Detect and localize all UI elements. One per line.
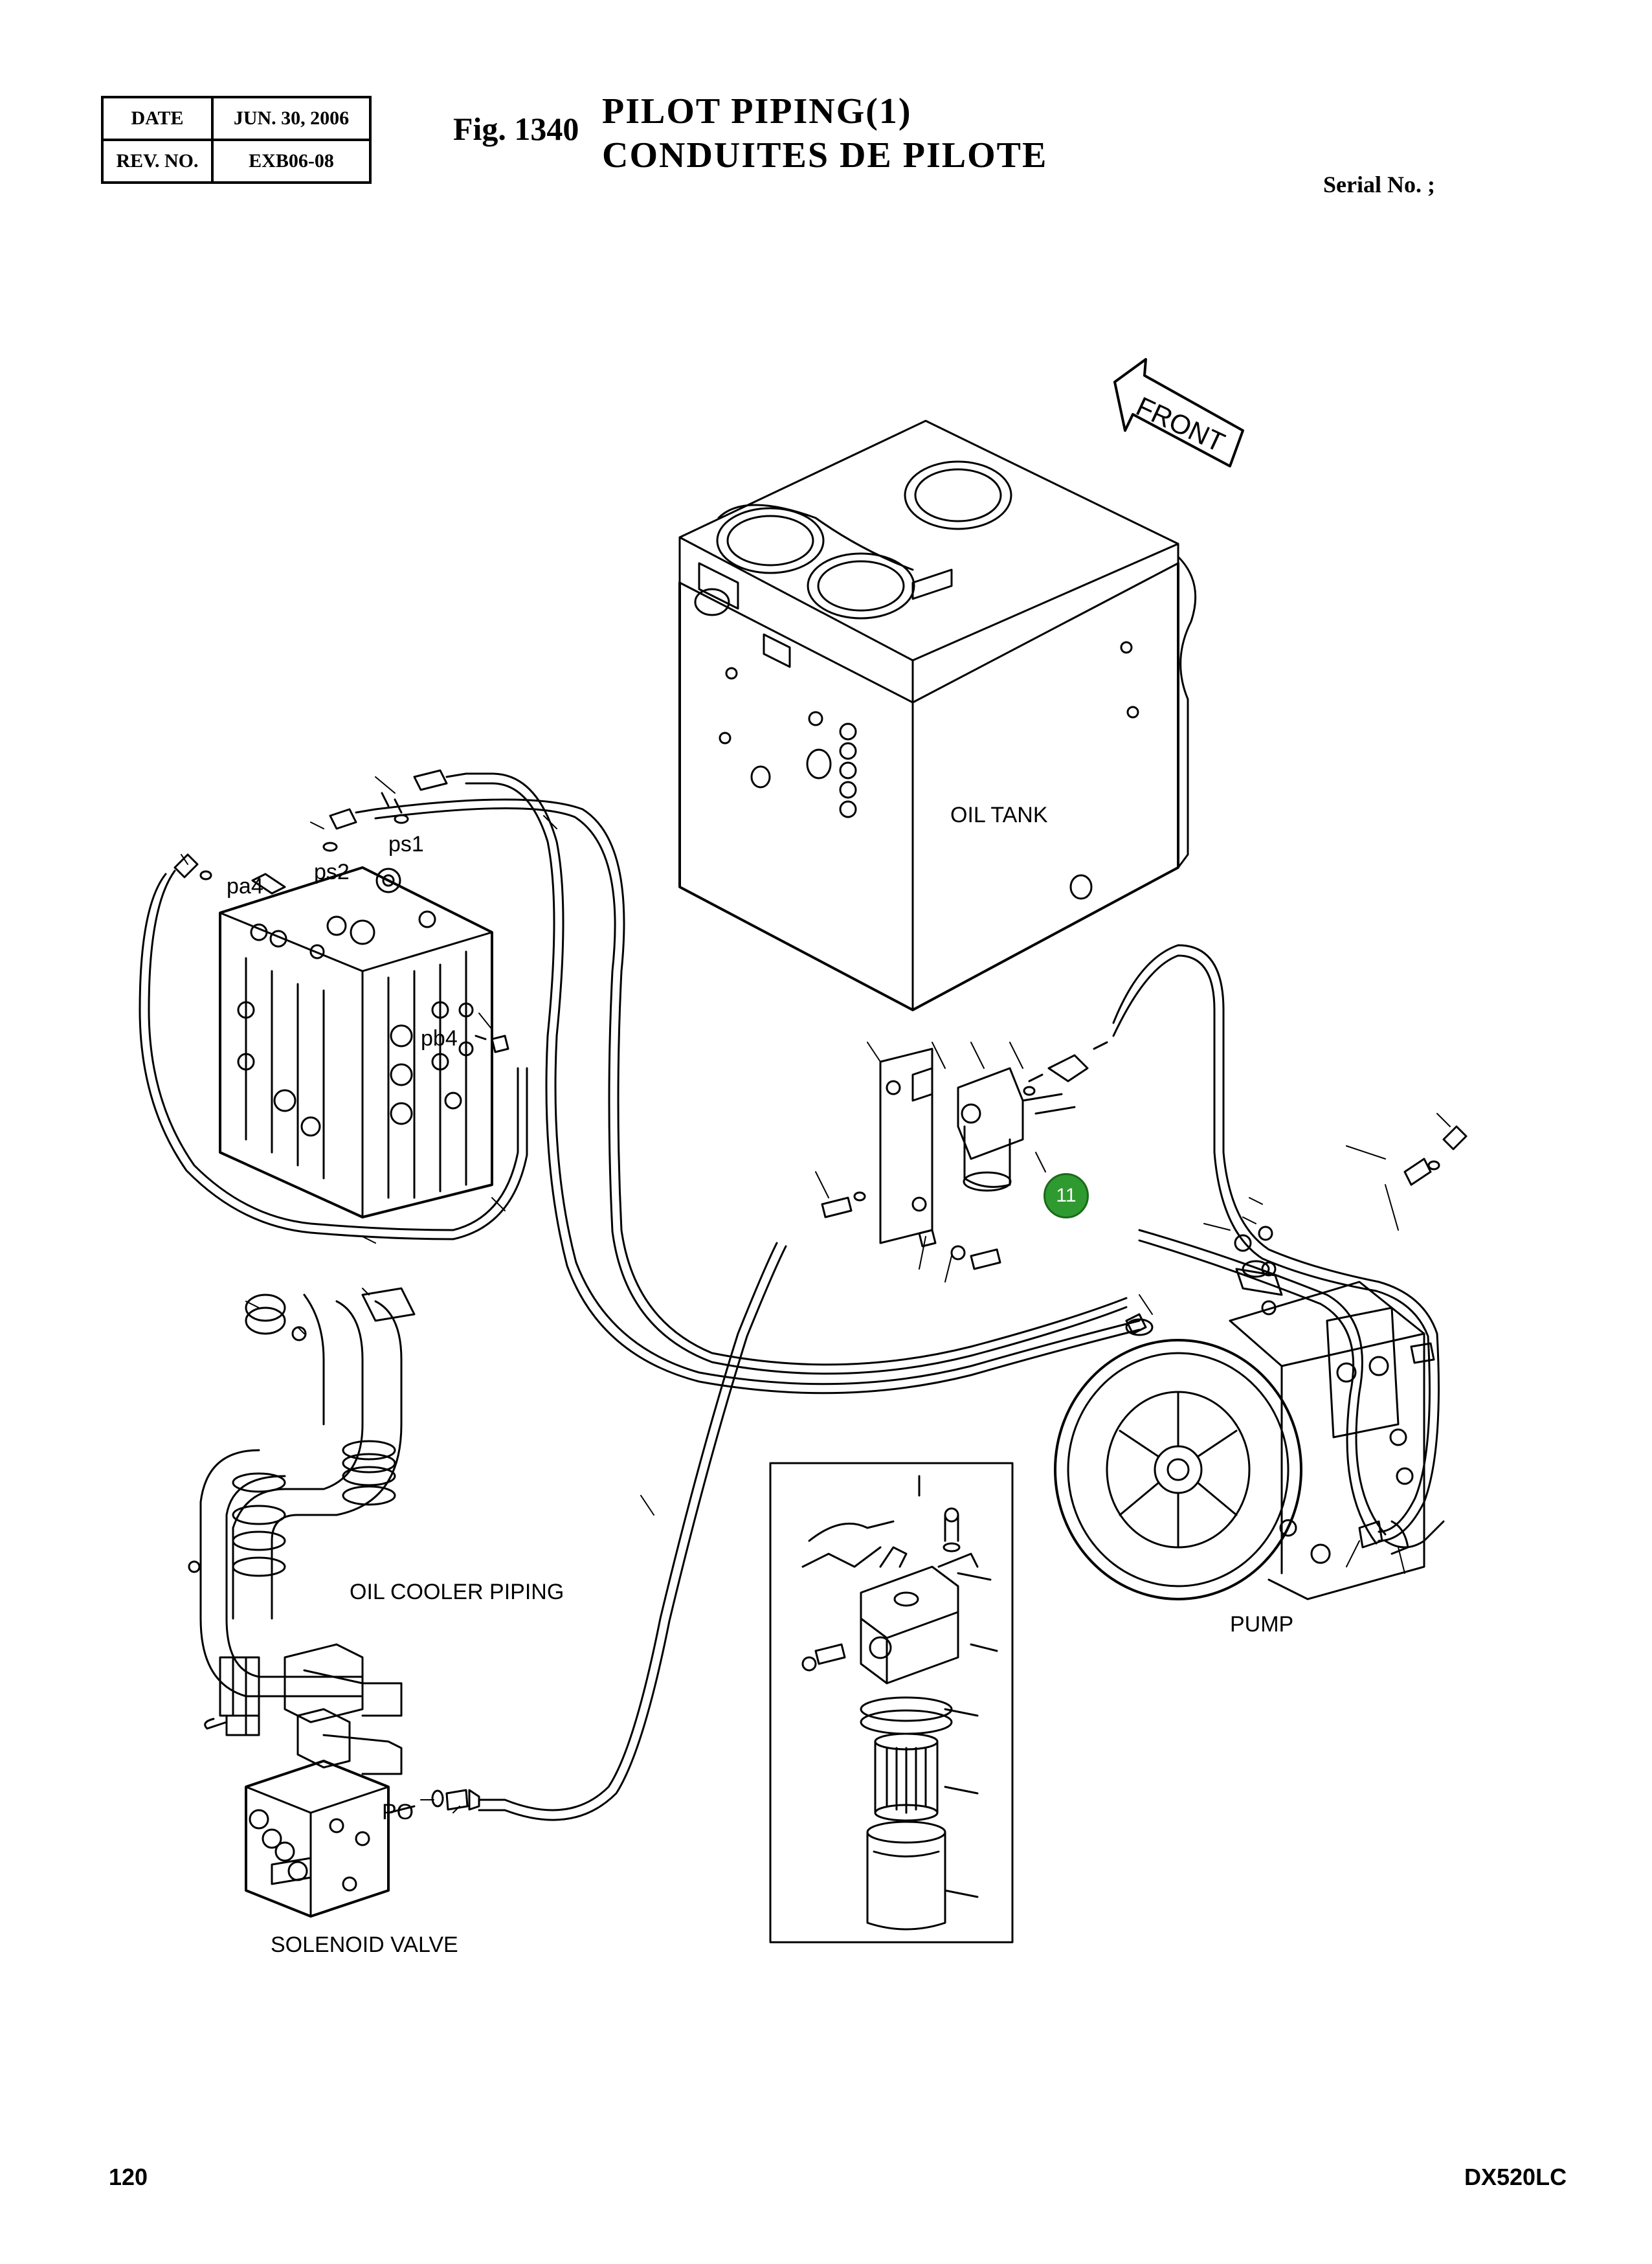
pilot-hoses — [139, 772, 1440, 1821]
pilot-filter-assembly — [821, 1041, 1108, 1270]
page-number: 120 — [109, 2164, 148, 2190]
solenoid-valve-label: SOLENOID VALVE — [271, 1933, 458, 1957]
revision-table: DATE JUN. 30, 2006 REV. NO. EXB06-08 — [101, 96, 372, 184]
ps2-label: ps2 — [314, 860, 350, 884]
date-label: DATE — [131, 107, 184, 129]
table-divider-v — [211, 98, 214, 181]
ps1-label: ps1 — [388, 832, 424, 857]
pump-label: PUMP — [1230, 1612, 1293, 1637]
front-label: FRONT — [1132, 391, 1229, 458]
leader-lines — [181, 776, 1451, 1813]
oil-cooler-piping-label: OIL COOLER PIPING — [350, 1580, 564, 1604]
pump-fittings — [1125, 1125, 1468, 1549]
table-divider-h — [104, 139, 369, 141]
pa4-label: pa4 — [227, 874, 263, 899]
main-control-valve: ps1 ps2 pa4 pb4 — [219, 832, 493, 1218]
date-value: JUN. 30, 2006 — [233, 107, 350, 129]
oil-cooler-piping: OIL COOLER PIPING — [188, 1287, 564, 1775]
solenoid-valve: PO SOLENOID VALVE — [245, 1760, 458, 1957]
filter-detail-inset — [769, 1462, 1014, 1944]
title-english: PILOT PIPING(1) — [602, 91, 912, 131]
front-arrow: FRONT — [1113, 358, 1244, 467]
rev-label: REV. NO. — [116, 150, 199, 172]
serial-number: Serial No. ; — [1323, 172, 1435, 197]
part-callout-11[interactable]: 11 — [1044, 1173, 1089, 1218]
model-number: DX520LC — [1464, 2164, 1567, 2190]
hydraulic-pump: PUMP — [1054, 1261, 1435, 1637]
figure-number: Fig. 1340 — [453, 111, 579, 147]
oil-tank: OIL TANK — [678, 420, 1197, 1011]
rev-value: EXB06-08 — [249, 150, 334, 172]
po-label: PO — [382, 1800, 414, 1824]
pb4-label: pb4 — [421, 1026, 458, 1051]
po-fittings — [431, 1789, 480, 1811]
oil-tank-label: OIL TANK — [950, 803, 1048, 827]
title-french: CONDUITES DE PILOTE — [602, 135, 1048, 175]
